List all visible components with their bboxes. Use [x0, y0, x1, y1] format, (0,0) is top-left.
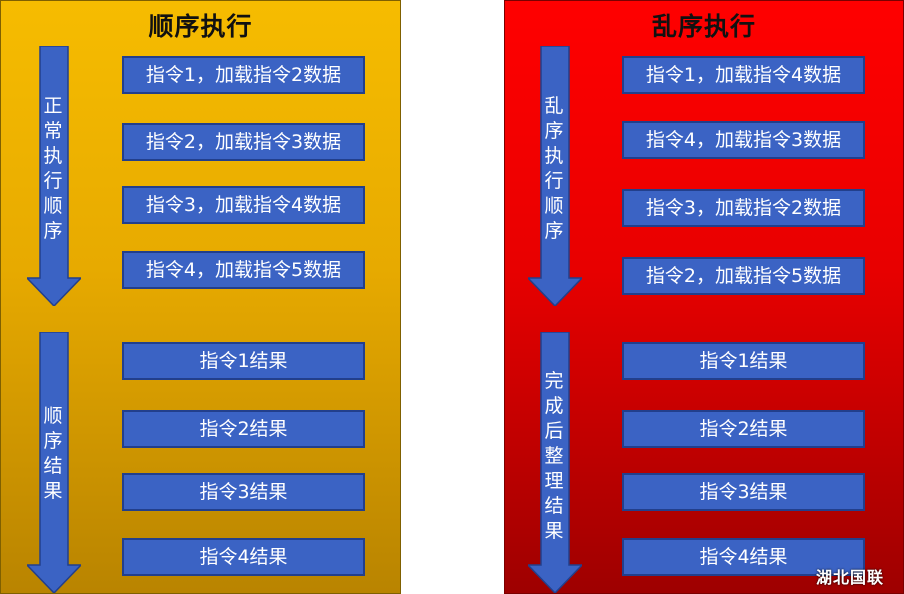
- down-arrow-result-order: 完成后整理结果: [528, 332, 582, 593]
- result-box: 指令3结果: [622, 473, 865, 511]
- sequential-execution-panel: 顺序执行 正常执行顺序 顺序结果 指令1，加载指令2数据 指令2，加载指令3数据…: [0, 0, 401, 594]
- down-arrow-result-order: 顺序结果: [27, 332, 81, 593]
- instruction-box: 指令2，加载指令3数据: [122, 123, 365, 161]
- result-box: 指令1结果: [122, 342, 365, 380]
- result-box: 指令2结果: [622, 410, 865, 448]
- instruction-box: 指令4，加载指令5数据: [122, 251, 365, 289]
- instruction-box: 指令2，加载指令5数据: [622, 257, 865, 295]
- arrow-label: 完成后整理结果: [544, 370, 564, 542]
- result-box: 指令1结果: [622, 342, 865, 380]
- instruction-box: 指令3，加载指令2数据: [622, 189, 865, 227]
- arrow-label: 乱序执行顺序: [544, 95, 564, 242]
- instruction-box: 指令1，加载指令4数据: [622, 56, 865, 94]
- instruction-box: 指令1，加载指令2数据: [122, 56, 365, 94]
- watermark-logo-text: 湖北国联: [815, 568, 884, 587]
- panel-title: 乱序执行: [651, 12, 756, 41]
- result-box: 指令4结果: [622, 538, 865, 576]
- down-arrow-execution-order: 正常执行顺序: [27, 46, 81, 306]
- out-of-order-execution-panel: 乱序执行 乱序执行顺序 完成后整理结果 指令1，加载指令4数据 指令4，加载指令…: [504, 0, 904, 594]
- result-box: 指令4结果: [122, 538, 365, 576]
- result-box: 指令3结果: [122, 473, 365, 511]
- panel-title: 顺序执行: [148, 12, 253, 41]
- result-box: 指令2结果: [122, 410, 365, 448]
- instruction-box: 指令4，加载指令3数据: [622, 121, 865, 159]
- down-arrow-execution-order: 乱序执行顺序: [528, 46, 582, 306]
- arrow-label: 顺序结果: [43, 405, 63, 502]
- arrow-label: 正常执行顺序: [43, 95, 63, 242]
- instruction-box: 指令3，加载指令4数据: [122, 186, 365, 224]
